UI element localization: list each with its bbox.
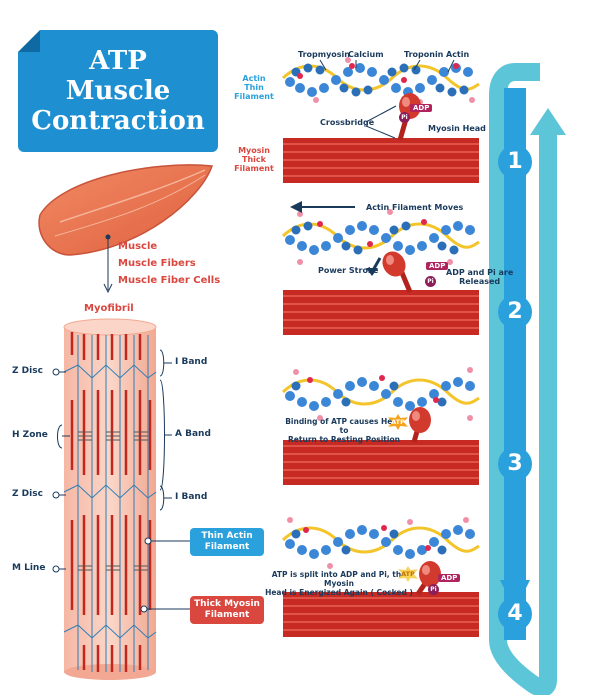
released-line-1: ADP and Pi are bbox=[446, 268, 514, 277]
panel4-caption-line-1: ATP is split into ADP and Pi, the Myosin bbox=[271, 570, 407, 588]
muscle-fiber-cells-label: Muscle Fiber Cells bbox=[118, 275, 221, 286]
actin-thin-filament-label: Actin Thin Filament bbox=[232, 74, 276, 101]
thick-filament-4 bbox=[283, 592, 479, 637]
step-1-number: 1 bbox=[507, 149, 523, 174]
calcium-label: Calcium bbox=[348, 50, 384, 59]
myosin-head-label: Myosin Head bbox=[428, 124, 486, 133]
myofibril-cylinder bbox=[63, 318, 157, 680]
right-brackets bbox=[140, 349, 190, 613]
actin-filament-4 bbox=[281, 517, 480, 569]
myofibril-label: Myofibril bbox=[84, 303, 134, 314]
myosin-label-line-1: Myosin bbox=[238, 146, 270, 155]
left-pointers bbox=[52, 368, 70, 573]
thin-actin-line-2: Filament bbox=[204, 542, 250, 552]
page-title: ATP Muscle Contraction bbox=[18, 46, 218, 136]
myosin-label-line-2: Thick bbox=[242, 155, 266, 164]
panel4-caption-line-2: Head is Energized Again ( Cocked ) bbox=[265, 588, 413, 597]
actin-moves-arrow bbox=[290, 201, 355, 213]
a-band-label: A Band bbox=[175, 429, 211, 439]
released-label: ADP and Pi are Released bbox=[446, 268, 513, 286]
muscle-fibers-label: Muscle Fibers bbox=[118, 258, 196, 269]
actin-filament-1 bbox=[281, 57, 480, 105]
step-2-circle: 2 bbox=[498, 295, 532, 329]
muscle-labels: Muscle Muscle Fibers Muscle Fiber Cells bbox=[118, 238, 220, 289]
step-2-number: 2 bbox=[507, 299, 523, 324]
actin-filament-2 bbox=[281, 209, 480, 265]
step-3-number: 3 bbox=[507, 451, 523, 476]
actin-filament-3 bbox=[281, 367, 480, 421]
adp-tag-1: ADP bbox=[410, 104, 433, 112]
panel3-caption: Binding of ATP causes Head to Return to … bbox=[284, 417, 404, 444]
adp-tag-2: ADP bbox=[426, 262, 449, 270]
muscle-illustration bbox=[38, 164, 214, 294]
i-band-label-2: I Band bbox=[175, 492, 208, 502]
actin-label-line-1: Actin bbox=[242, 74, 266, 83]
atp-burst-3: ATP bbox=[388, 414, 408, 430]
i-band-label-1: I Band bbox=[175, 357, 208, 367]
crossbridge-label: Crossbridge bbox=[320, 118, 375, 127]
step-4-circle: 4 bbox=[498, 597, 532, 631]
title-line-3: Contraction bbox=[31, 106, 205, 136]
title-line-2: Muscle bbox=[65, 76, 171, 106]
panel3-caption-line-1: Binding of ATP causes Head to bbox=[285, 417, 403, 435]
troponin-label: Troponin bbox=[404, 50, 444, 59]
thick-filament-3 bbox=[283, 440, 479, 485]
z-disc-label-2: Z Disc bbox=[12, 489, 43, 499]
z-disc-label-1: Z Disc bbox=[12, 366, 43, 376]
actin-moves-label: Actin Filament Moves bbox=[366, 203, 464, 212]
atp-burst-4: ATP bbox=[398, 566, 418, 582]
thin-actin-line-1: Thin Actin bbox=[201, 531, 253, 541]
pi-tag-4: Pi bbox=[428, 584, 439, 595]
muscle-label: Muscle bbox=[118, 241, 158, 252]
title-fold bbox=[18, 30, 40, 52]
thick-myosin-line-1: Thick Myosin bbox=[194, 599, 260, 609]
myosin-thick-filament-label: Myosin Thick Filament bbox=[232, 146, 276, 173]
crossbridge-pointers bbox=[319, 59, 455, 139]
myosin-head-3 bbox=[409, 407, 431, 443]
released-line-2: Released bbox=[459, 277, 501, 286]
actin-label-line-2: Thin bbox=[244, 83, 264, 92]
h-zone-label: H Zone bbox=[12, 430, 48, 440]
thick-filament-1 bbox=[283, 138, 479, 183]
adp-tag-4: ADP bbox=[438, 574, 461, 582]
thin-actin-callout: Thin Actin Filament bbox=[190, 528, 264, 556]
myosin-label-line-3: Filament bbox=[234, 164, 274, 173]
thick-filament-2 bbox=[283, 290, 479, 335]
panel4-caption: ATP is split into ADP and Pi, the Myosin… bbox=[264, 570, 414, 597]
step-1-circle: 1 bbox=[498, 145, 532, 179]
title-line-1: ATP bbox=[89, 46, 147, 76]
m-line-label: M Line bbox=[12, 563, 46, 573]
thick-myosin-line-2: Filament bbox=[204, 610, 250, 620]
pi-tag-2: Pi bbox=[425, 276, 436, 287]
panel3-caption-line-2: Return to Resting Position bbox=[288, 435, 400, 444]
myosin-head-2 bbox=[366, 251, 413, 293]
actin-label: Actin bbox=[446, 50, 470, 59]
step-4-number: 4 bbox=[507, 601, 523, 626]
step-3-circle: 3 bbox=[498, 447, 532, 481]
thick-myosin-callout: Thick Myosin Filament bbox=[190, 596, 264, 624]
power-stroke-label: Power Stroke bbox=[318, 266, 379, 275]
tropomyosin-label: Tropmyosin bbox=[298, 50, 350, 59]
actin-label-line-3: Filament bbox=[234, 92, 274, 101]
pi-tag-1: Pi bbox=[399, 112, 410, 123]
title-box: ATP Muscle Contraction bbox=[18, 30, 218, 152]
myosin-head-4 bbox=[415, 561, 441, 596]
cycle-arrows bbox=[489, 63, 566, 695]
